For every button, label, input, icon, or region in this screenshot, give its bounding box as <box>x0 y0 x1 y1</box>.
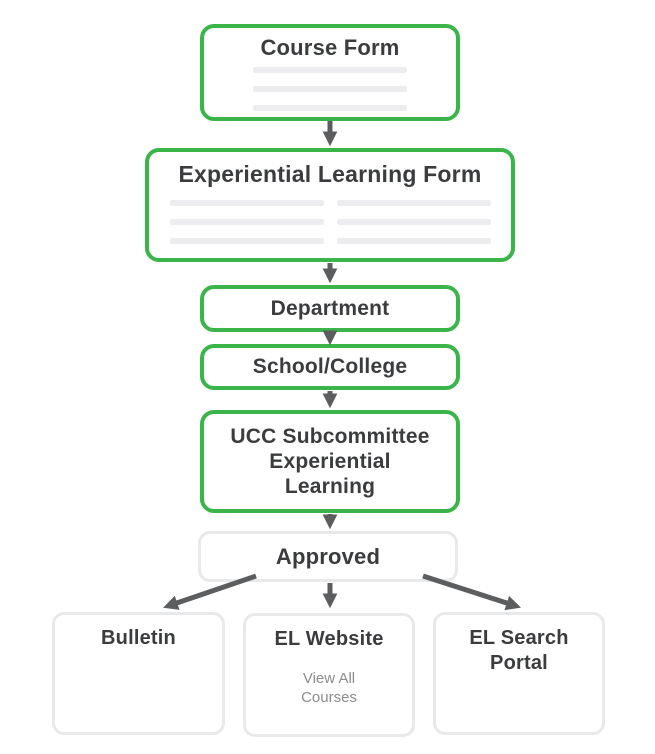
form-field-placeholders <box>253 67 407 111</box>
department-box: Department <box>200 285 460 332</box>
placeholder-line <box>169 200 324 206</box>
approved-box: Approved <box>198 531 458 582</box>
placeholder-line <box>169 219 324 225</box>
view-all-line-2: Courses <box>301 689 357 706</box>
course-form-label: Course Form <box>260 35 400 60</box>
placeholder-line <box>336 200 491 206</box>
placeholder-line <box>253 105 407 111</box>
experiential-learning-form-label: Experiential Learning Form <box>178 161 482 187</box>
school-college-label: School/College <box>252 355 408 378</box>
el-search-portal-label: EL Search Portal <box>436 626 602 676</box>
el-search-line-2: Portal <box>490 652 548 674</box>
form-field-placeholders <box>149 200 511 244</box>
bulletin-label: Bulletin <box>101 627 176 649</box>
el-website-label: EL Website <box>274 628 384 650</box>
placeholder-line <box>336 238 491 244</box>
ucc-label-line-2: Experiential <box>269 450 391 473</box>
placeholder-line <box>336 219 491 225</box>
experiential-learning-form-box: Experiential Learning Form <box>145 148 515 262</box>
placeholder-line <box>169 238 324 244</box>
ucc-label-line-3: Learning <box>284 475 376 498</box>
el-website-box: EL Website View All Courses <box>243 613 415 737</box>
placeholder-column <box>336 200 491 244</box>
approved-label: Approved <box>275 543 381 569</box>
bulletin-box: Bulletin <box>52 612 225 735</box>
el-search-portal-box: EL Search Portal <box>433 612 605 735</box>
el-search-line-1: EL Search <box>469 627 569 649</box>
placeholder-line <box>253 67 407 73</box>
view-all-courses-label: View All Courses <box>246 669 412 707</box>
ucc-subcommittee-label: UCC Subcommittee Experiential Learning <box>230 424 429 499</box>
ucc-subcommittee-box: UCC Subcommittee Experiential Learning <box>200 410 460 513</box>
placeholder-column <box>169 200 324 244</box>
ucc-label-line-1: UCC Subcommittee <box>230 425 430 448</box>
placeholder-line <box>253 86 407 92</box>
department-label: Department <box>270 296 390 320</box>
school-college-box: School/College <box>200 344 460 390</box>
course-form-box: Course Form <box>200 24 460 121</box>
view-all-line-1: View All <box>302 670 356 687</box>
